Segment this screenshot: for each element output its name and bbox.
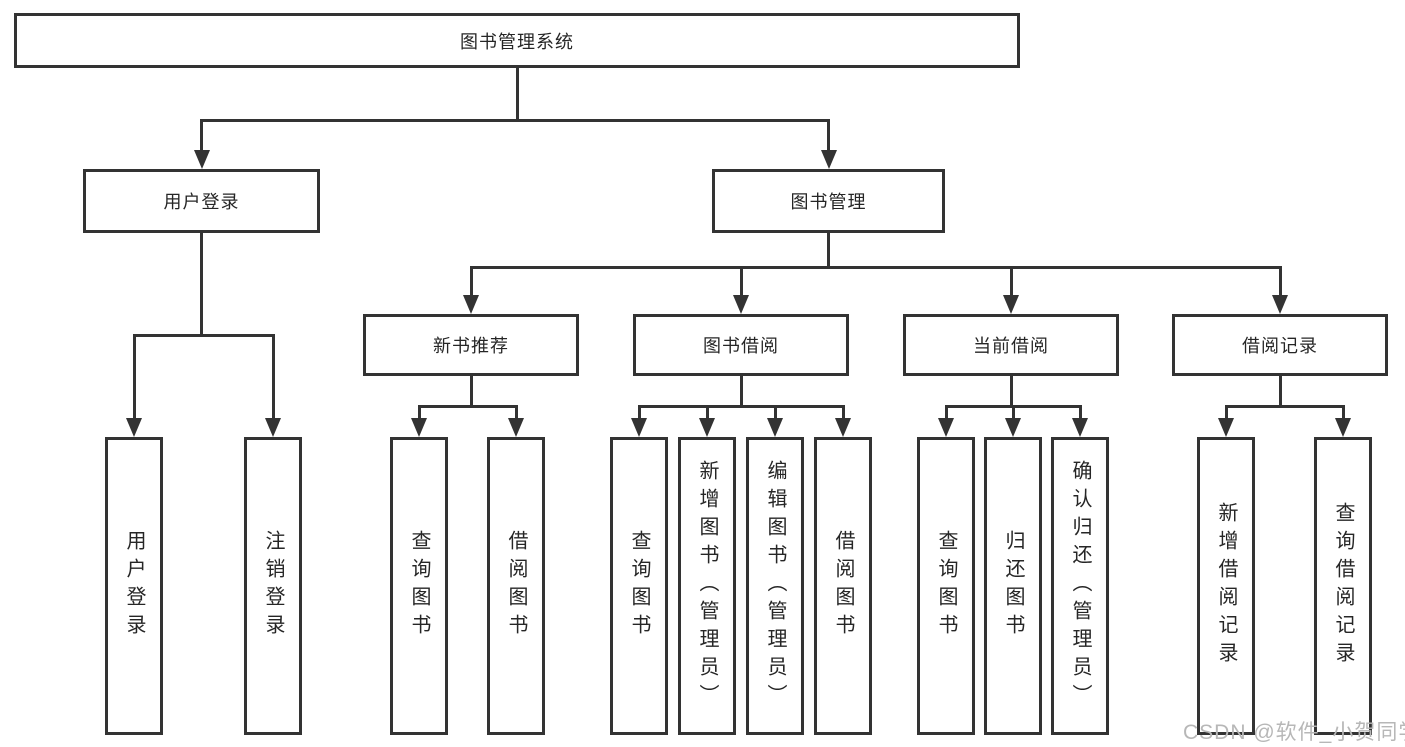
connector-new-books-branch bbox=[417, 404, 518, 408]
node-current: 当前借阅 bbox=[903, 314, 1119, 376]
connector-new-books-stem bbox=[469, 376, 473, 407]
leaf-current-confirm-return-label: 确认归还（管理员） bbox=[1069, 460, 1091, 712]
connector-drop-new-books-leaf2 bbox=[514, 404, 518, 420]
connector-drop-new-books-leaf1 bbox=[417, 404, 421, 420]
arrow-current-leaf1 bbox=[938, 418, 954, 437]
node-records: 借阅记录 bbox=[1172, 314, 1388, 376]
connector-drop-borrowing bbox=[739, 266, 743, 297]
node-book-mgmt: 图书管理 bbox=[712, 169, 945, 233]
leaf-borrowing-query-label: 查询图书 bbox=[628, 530, 650, 642]
leaf-borrowing-borrow-label: 借阅图书 bbox=[832, 530, 854, 642]
leaf-records-add: 新增借阅记录 bbox=[1197, 437, 1255, 735]
leaf-new-books-query: 查询图书 bbox=[390, 437, 448, 735]
connector-drop-current bbox=[1009, 266, 1013, 297]
connector-book-mgmt-stem bbox=[827, 233, 830, 268]
connector-drop-current-leaf3 bbox=[1078, 404, 1082, 420]
leaf-new-books-borrow-label: 借阅图书 bbox=[505, 530, 527, 642]
arrow-login-leaf1 bbox=[126, 418, 142, 437]
node-current-label: 当前借阅 bbox=[973, 336, 1049, 356]
leaf-records-add-label: 新增借阅记录 bbox=[1215, 502, 1237, 670]
leaf-new-books-borrow: 借阅图书 bbox=[487, 437, 545, 735]
node-records-label: 借阅记录 bbox=[1242, 336, 1318, 356]
node-user-login: 用户登录 bbox=[83, 169, 320, 233]
connector-l2-branch bbox=[200, 118, 830, 122]
connector-records-branch bbox=[1224, 404, 1345, 408]
connector-records-stem bbox=[1278, 376, 1282, 407]
leaf-user-login-login-label: 用户登录 bbox=[123, 530, 145, 642]
arrow-current-leaf3 bbox=[1072, 418, 1088, 437]
leaf-new-books-query-label: 查询图书 bbox=[408, 530, 430, 642]
node-borrowing-label: 图书借阅 bbox=[703, 336, 779, 356]
arrow-book-mgmt bbox=[820, 150, 837, 169]
leaf-records-query-label: 查询借阅记录 bbox=[1332, 502, 1354, 670]
arrow-login-leaf2 bbox=[265, 418, 281, 437]
arrow-borrowing bbox=[733, 295, 749, 314]
leaf-current-query-label: 查询图书 bbox=[935, 530, 957, 642]
connector-borrowing-stem bbox=[739, 376, 743, 407]
arrow-current bbox=[1003, 295, 1019, 314]
connector-root-stem bbox=[515, 68, 519, 120]
leaf-current-confirm-return: 确认归还（管理员） bbox=[1051, 437, 1109, 735]
connector-drop-login-leaf2 bbox=[271, 333, 275, 420]
leaf-borrowing-edit-label: 编辑图书（管理员） bbox=[764, 460, 786, 712]
connector-user-login-stem bbox=[200, 233, 203, 335]
connector-drop-borrowing-leaf4 bbox=[841, 404, 845, 420]
leaf-records-query: 查询借阅记录 bbox=[1314, 437, 1372, 735]
node-new-books: 新书推荐 bbox=[363, 314, 579, 376]
connector-drop-borrowing-leaf2 bbox=[705, 404, 709, 420]
arrow-borrowing-leaf2 bbox=[699, 418, 715, 437]
connector-l3-branch bbox=[469, 266, 1282, 269]
connector-borrowing-branch bbox=[637, 404, 845, 408]
node-user-login-label: 用户登录 bbox=[163, 192, 240, 212]
connector-user-login-branch bbox=[132, 333, 275, 337]
arrow-borrowing-leaf3 bbox=[767, 418, 783, 437]
leaf-borrowing-borrow: 借阅图书 bbox=[814, 437, 872, 735]
arrow-current-leaf2 bbox=[1005, 418, 1021, 437]
connector-drop-borrowing-leaf1 bbox=[637, 404, 641, 420]
connector-drop-records bbox=[1278, 266, 1282, 297]
connector-drop-records-leaf1 bbox=[1224, 404, 1228, 420]
node-borrowing: 图书借阅 bbox=[633, 314, 849, 376]
leaf-current-return-label: 归还图书 bbox=[1002, 530, 1024, 642]
connector-drop-current-leaf1 bbox=[944, 404, 948, 420]
arrow-new-books bbox=[463, 295, 479, 314]
connector-drop-records-leaf2 bbox=[1341, 404, 1345, 420]
arrow-borrowing-leaf1 bbox=[631, 418, 647, 437]
arrow-user-login bbox=[193, 150, 210, 169]
node-root: 图书管理系统 bbox=[14, 13, 1020, 68]
connector-drop-new-books bbox=[469, 266, 473, 297]
csdn-watermark: CSDN @软件_小贺同学 bbox=[1183, 721, 1405, 744]
arrow-new-books-leaf1 bbox=[411, 418, 427, 437]
arrow-records-leaf2 bbox=[1335, 418, 1351, 437]
node-new-books-label: 新书推荐 bbox=[433, 336, 509, 356]
leaf-user-login-login: 用户登录 bbox=[105, 437, 163, 735]
connector-drop-user-login bbox=[200, 118, 203, 152]
leaf-current-query: 查询图书 bbox=[917, 437, 975, 735]
leaf-borrowing-add: 新增图书（管理员） bbox=[678, 437, 736, 735]
leaf-borrowing-add-label: 新增图书（管理员） bbox=[696, 460, 718, 712]
connector-drop-book-mgmt bbox=[827, 118, 830, 152]
connector-drop-current-leaf2 bbox=[1011, 404, 1015, 420]
leaf-user-login-logout-label: 注销登录 bbox=[262, 530, 284, 642]
leaf-borrowing-edit: 编辑图书（管理员） bbox=[746, 437, 804, 735]
connector-drop-borrowing-leaf3 bbox=[773, 404, 777, 420]
arrow-new-books-leaf2 bbox=[508, 418, 524, 437]
connector-drop-login-leaf1 bbox=[132, 333, 136, 420]
leaf-borrowing-query: 查询图书 bbox=[610, 437, 668, 735]
arrow-records-leaf1 bbox=[1218, 418, 1234, 437]
node-book-mgmt-label: 图书管理 bbox=[790, 192, 867, 212]
leaf-user-login-logout: 注销登录 bbox=[244, 437, 302, 735]
arrow-borrowing-leaf4 bbox=[835, 418, 851, 437]
node-root-label: 图书管理系统 bbox=[460, 31, 574, 52]
connector-current-stem bbox=[1009, 376, 1013, 407]
arrow-records bbox=[1272, 295, 1288, 314]
leaf-current-return: 归还图书 bbox=[984, 437, 1042, 735]
